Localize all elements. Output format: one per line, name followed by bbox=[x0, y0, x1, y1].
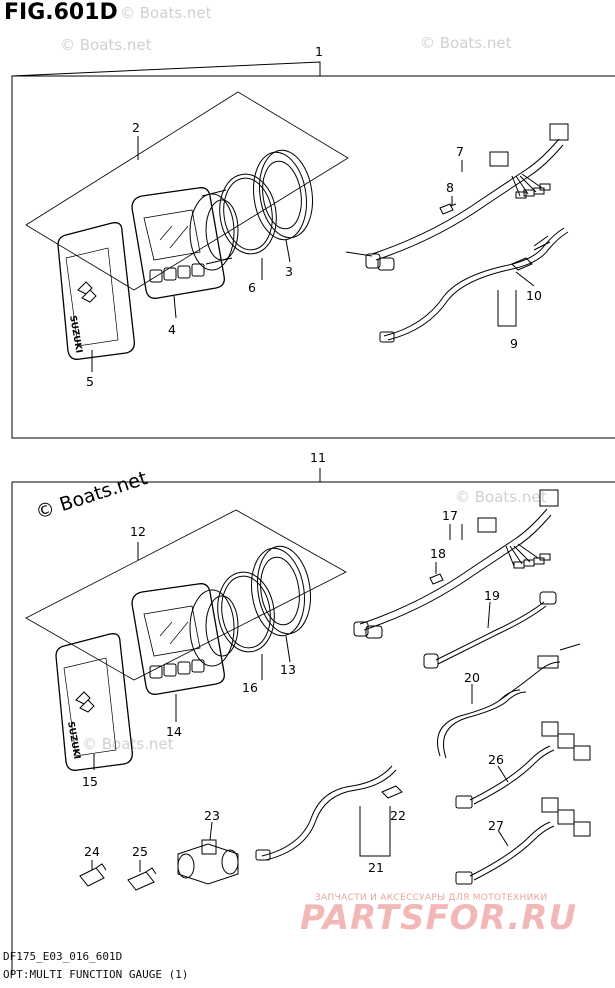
callout-2: 2 bbox=[132, 120, 140, 135]
watermark: © Boats.net bbox=[82, 735, 174, 753]
screw-1 bbox=[439, 203, 457, 215]
callout-8: 8 bbox=[446, 180, 454, 195]
callout-5: 5 bbox=[86, 374, 94, 389]
harness-4 bbox=[255, 765, 403, 861]
callout-16: 16 bbox=[242, 680, 258, 695]
watermark: © Boats.net bbox=[455, 488, 547, 506]
y-harness-2 bbox=[455, 797, 591, 885]
brand-tagline: ЗАПЧАСТИ И АКСЕССУАРЫ ДЛЯ МОТОТЕХНИКИ bbox=[315, 893, 548, 903]
callout-27: 27 bbox=[488, 818, 504, 833]
harness-2 bbox=[379, 227, 569, 343]
harness-1 bbox=[345, 123, 569, 271]
gauge-body-2 bbox=[131, 583, 239, 695]
callouts: 1 2 3 4 5 6 7 8 9 10 11 12 13 14 15 16 1… bbox=[82, 44, 542, 875]
callout-10: 10 bbox=[526, 288, 542, 303]
gauge-cover-1 bbox=[57, 222, 135, 360]
y-harness-1 bbox=[455, 721, 591, 809]
cover-logo: SUZUKI bbox=[65, 721, 81, 760]
callout-18: 18 bbox=[430, 546, 446, 561]
callout-14: 14 bbox=[166, 724, 182, 739]
terminator-24 bbox=[79, 863, 107, 887]
watermark: © Boats.net bbox=[60, 36, 152, 54]
watermark: © Boats.net bbox=[120, 4, 212, 22]
harness-3 bbox=[353, 489, 559, 639]
drop-cable bbox=[423, 591, 557, 669]
figure-code: DF175_E03_016_601D bbox=[3, 950, 123, 963]
callout-19: 19 bbox=[484, 588, 500, 603]
gauge-cover-2 bbox=[55, 633, 133, 771]
lock-nut-1 bbox=[253, 151, 307, 241]
o-ring-1 bbox=[219, 173, 277, 255]
callout-6: 6 bbox=[248, 280, 256, 295]
figure-caption: OPT:MULTI FUNCTION GAUGE (1) bbox=[3, 968, 189, 981]
screw-2 bbox=[429, 573, 444, 585]
o-ring-2 bbox=[217, 571, 275, 653]
panel-outline-1 bbox=[25, 91, 349, 291]
cover-logo: SUZUKI bbox=[67, 315, 83, 354]
lock-nut-2 bbox=[251, 547, 305, 637]
callout-3: 3 bbox=[285, 264, 293, 279]
callout-1: 1 bbox=[315, 44, 323, 59]
callout-20: 20 bbox=[464, 670, 480, 685]
callout-4: 4 bbox=[168, 322, 176, 337]
callout-7: 7 bbox=[456, 144, 464, 159]
callout-21: 21 bbox=[368, 860, 384, 875]
callout-25: 25 bbox=[132, 844, 148, 859]
callout-15: 15 bbox=[82, 774, 98, 789]
callout-9: 9 bbox=[510, 336, 518, 351]
brand-logo: PARTSFOR.RU bbox=[300, 898, 578, 938]
callout-22: 22 bbox=[390, 808, 406, 823]
callout-17: 17 bbox=[442, 508, 458, 523]
gauge-body-1 bbox=[131, 187, 239, 299]
terminator-25 bbox=[127, 867, 157, 891]
callout-23: 23 bbox=[204, 808, 220, 823]
callout-12: 12 bbox=[130, 524, 146, 539]
callout-26: 26 bbox=[488, 752, 504, 767]
t-connector bbox=[177, 839, 239, 885]
callout-24: 24 bbox=[84, 844, 100, 859]
callout-13: 13 bbox=[280, 662, 296, 677]
panel-outline-2 bbox=[25, 509, 347, 681]
sensor-harness bbox=[437, 643, 581, 759]
kit-1-frame bbox=[11, 61, 615, 439]
figure-title: FIG.601D bbox=[4, 0, 118, 25]
callout-11: 11 bbox=[310, 450, 326, 465]
watermark: © Boats.net bbox=[420, 34, 512, 52]
